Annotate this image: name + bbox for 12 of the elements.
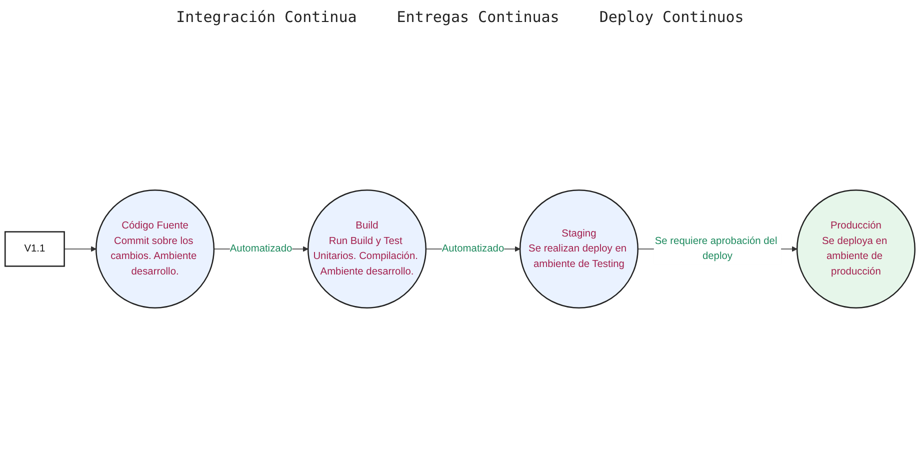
note-text: Entregas Continuas [396, 8, 560, 28]
node-circle: Staging Se realizan deploy en ambiente de Testing [519, 188, 638, 308]
note-text: Integración Continua [176, 8, 357, 28]
node-circle: Código Fuente Commit sobre los cambios. Ambiente desarrollo. [96, 188, 215, 308]
edge-label: Se requiere aprobación del deploy [654, 235, 778, 262]
node-circle: Build Run Build y Test Unitarios. Compilación. Ambiente desarrollo. [307, 188, 427, 308]
node-circle: Producción Se deploya en ambiente de producción [796, 188, 916, 308]
edge-label: Automatizado [230, 242, 292, 254]
note-text: Deploy Continuos [599, 8, 744, 28]
arrow [64, 246, 96, 252]
node-box: V1.1 [4, 230, 65, 266]
edge-label: Automatizado [442, 242, 504, 254]
